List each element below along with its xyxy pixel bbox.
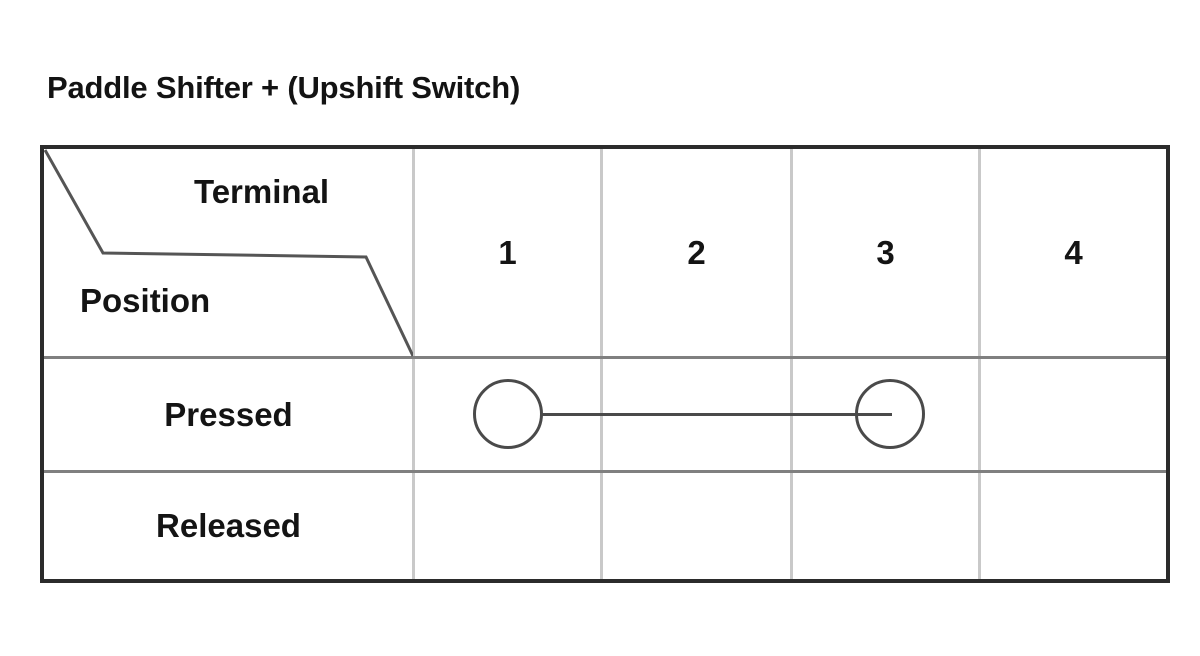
position-axis-label: Position <box>80 282 211 319</box>
page-title: Paddle Shifter + (Upshift Switch) <box>47 70 521 105</box>
column-divider-2 <box>600 149 603 579</box>
column-divider-3 <box>790 149 793 579</box>
switch-continuity-table: Terminal Position 1 2 3 4 Pressed Releas… <box>40 145 1170 583</box>
terminal-header-4: 4 <box>1064 234 1083 271</box>
continuity-line-terminal-1-to-3 <box>542 413 892 416</box>
row-label-released: Released <box>156 507 301 544</box>
row-divider-header-pressed <box>44 356 1166 359</box>
terminal-header-3: 3 <box>876 234 895 271</box>
terminal-header-1: 1 <box>498 234 517 271</box>
continuity-node-terminal-3 <box>855 379 925 449</box>
row-divider-pressed-released <box>44 470 1166 473</box>
terminal-header-2: 2 <box>687 234 706 271</box>
column-divider-4 <box>978 149 981 579</box>
table-grid: Terminal Position 1 2 3 4 Pressed Releas… <box>44 149 1166 579</box>
terminal-axis-label: Terminal <box>194 173 330 210</box>
diagonal-divider-icon <box>44 149 413 357</box>
header-corner-cell: Terminal Position <box>44 149 413 357</box>
column-divider-1 <box>412 149 415 579</box>
continuity-node-terminal-1 <box>473 379 543 449</box>
row-label-pressed: Pressed <box>164 395 293 433</box>
